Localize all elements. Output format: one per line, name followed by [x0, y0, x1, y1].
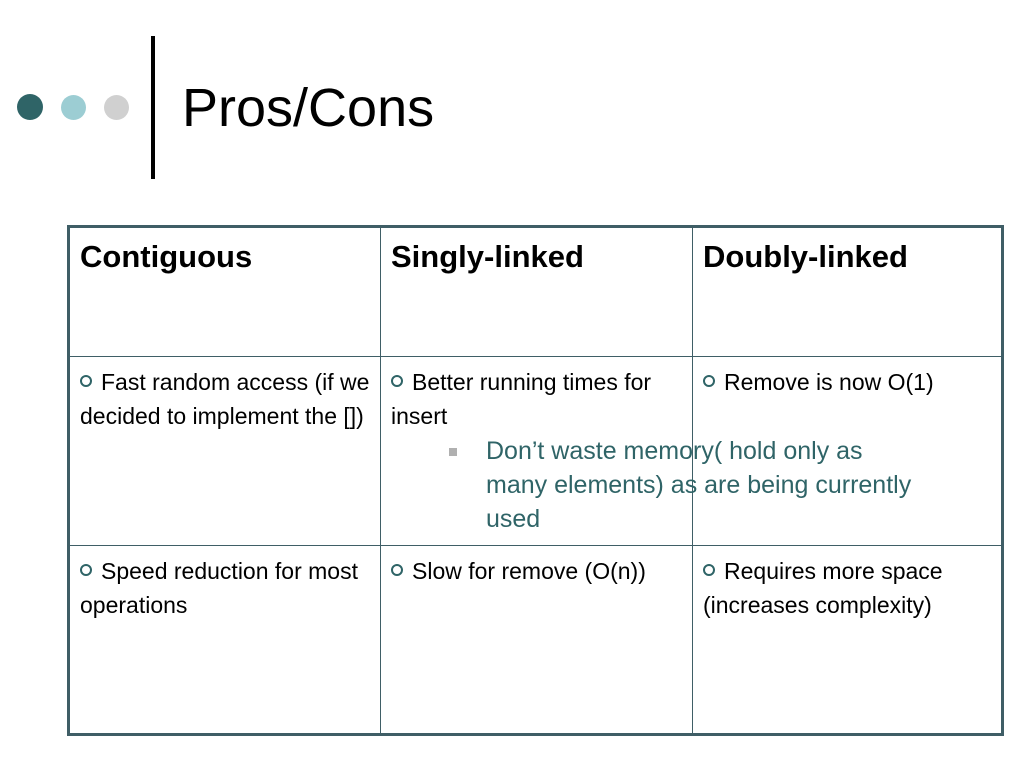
decorative-dot-gray-icon [104, 95, 129, 120]
header-contiguous: Contiguous [80, 239, 253, 274]
column-divider [692, 228, 693, 733]
bullet-icon [80, 375, 92, 387]
decorative-dot-light-icon [61, 95, 86, 120]
bullet-icon [703, 564, 715, 576]
header-singly-linked: Singly-linked [391, 239, 584, 274]
cell-singly-con: Slow for remove (O(n)) [381, 546, 692, 733]
cell-text: Better running times for insert [391, 369, 652, 429]
cell-doubly-pro: Remove is now O(1) [693, 357, 1001, 545]
cell-singly-pro: Better running times for insert [381, 357, 692, 545]
cell-text: Remove is now O(1) [724, 369, 934, 395]
cell-text: Slow for remove (O(n)) [412, 558, 646, 584]
square-bullet-icon [449, 448, 457, 456]
column-divider [380, 228, 381, 733]
cell-text: Requires more space (increases complexit… [703, 558, 943, 618]
header-doubly-linked: Doubly-linked [703, 239, 908, 274]
cell-contiguous-con: Speed reduction for most operations [70, 546, 380, 733]
page-title: Pros/Cons [182, 78, 435, 138]
row-divider [70, 545, 1001, 546]
bullet-icon [391, 375, 403, 387]
bullet-icon [391, 564, 403, 576]
bullet-icon [703, 375, 715, 387]
title-divider [151, 36, 155, 179]
cell-text: Fast random access (if we decided to imp… [80, 369, 370, 429]
sub-bullet-text: Don’t waste memory( hold only as many el… [486, 437, 912, 533]
cell-text: Speed reduction for most operations [80, 558, 358, 618]
decorative-dot-dark-icon [17, 94, 43, 120]
sub-bullet-memory: Don’t waste memory( hold only as many el… [449, 434, 929, 536]
row-divider [70, 356, 1001, 357]
cell-contiguous-pro: Fast random access (if we decided to imp… [70, 357, 380, 545]
comparison-table: Contiguous Singly-linked Doubly-linked F… [67, 225, 1004, 736]
bullet-icon [80, 564, 92, 576]
cell-doubly-con: Requires more space (increases complexit… [693, 546, 1001, 733]
